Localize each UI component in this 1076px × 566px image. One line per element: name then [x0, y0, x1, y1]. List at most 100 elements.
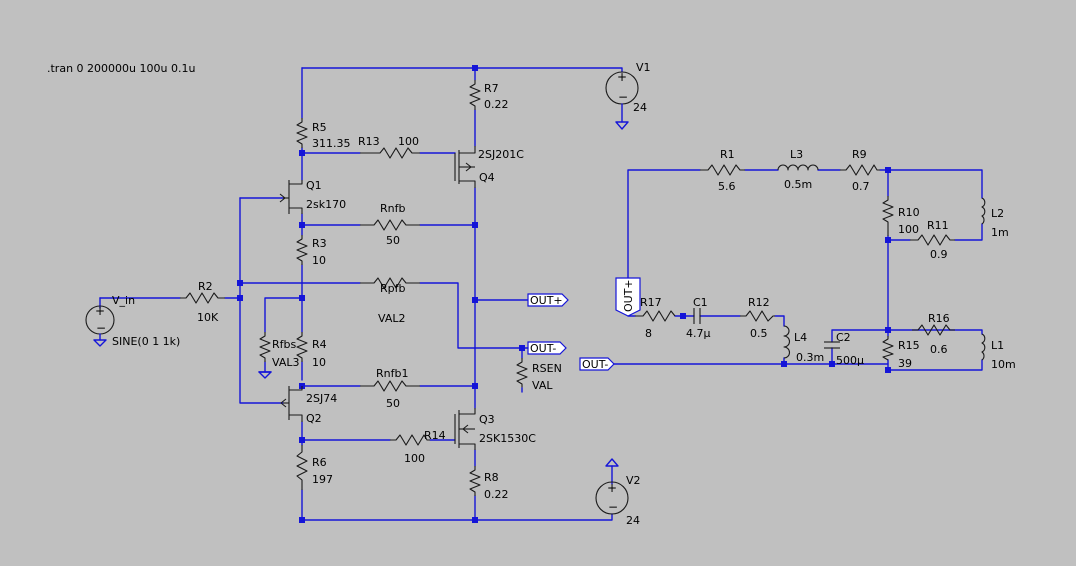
svg-text:+: +: [617, 70, 627, 84]
r13-label: R13: [358, 135, 380, 148]
vin-label: V_in: [112, 294, 135, 307]
c1-value: 4.7µ: [686, 327, 711, 340]
r14-value: 100: [404, 452, 425, 465]
resistor-rfbs[interactable]: [258, 332, 272, 379]
r7-label: R7: [484, 82, 499, 95]
spice-directive[interactable]: .tran 0 200000u 100u 0.1u: [47, 62, 195, 75]
amplifier-wiring: [99, 67, 623, 521]
r3-label: R3: [312, 237, 327, 250]
net-label-out-plus-load[interactable]: OUT+: [615, 277, 641, 317]
resistor-r16[interactable]: [912, 324, 955, 336]
r9-label: R9: [852, 148, 867, 161]
resistor-r1[interactable]: [700, 164, 745, 176]
r11-value: 0.9: [930, 248, 948, 261]
resistor-r5[interactable]: [296, 118, 308, 148]
net-label-out-plus[interactable]: OUT+: [527, 293, 569, 307]
resistor-r13[interactable]: [360, 147, 420, 159]
resistor-r12[interactable]: [740, 310, 775, 322]
mosfet-q4[interactable]: [454, 146, 476, 188]
l1-label: L1: [991, 339, 1004, 352]
svg-text:+: +: [607, 481, 617, 495]
r6-label: R6: [312, 456, 327, 469]
r2-label: R2: [198, 280, 213, 293]
resistor-rpfb[interactable]: [360, 277, 420, 289]
inductor-l2[interactable]: [981, 197, 986, 225]
resistor-r6[interactable]: [296, 445, 308, 490]
svg-text:OUT+: OUT+: [622, 279, 635, 312]
svg-text:−: −: [608, 500, 618, 514]
resistor-r7[interactable]: [469, 80, 481, 110]
c2-label: C2: [836, 331, 851, 344]
mosfet-q3[interactable]: [454, 408, 476, 450]
resistor-r15[interactable]: [882, 336, 894, 361]
svg-text:−: −: [618, 90, 628, 104]
capacitor-c2[interactable]: [824, 341, 840, 349]
svg-text:OUT+: OUT+: [530, 294, 563, 307]
r8-value: 0.22: [484, 488, 509, 501]
c1-label: C1: [693, 296, 708, 309]
l4-value: 0.3m: [796, 351, 824, 364]
svg-text:OUT-: OUT-: [582, 358, 608, 371]
svg-text:−: −: [96, 321, 106, 335]
net-label-out-minus-load[interactable]: OUT-: [579, 357, 615, 371]
svg-text:+: +: [95, 304, 105, 318]
rpfb-value: VAL2: [378, 312, 405, 325]
resistor-rnfb[interactable]: [360, 219, 420, 231]
rnfb1-value: 50: [386, 397, 400, 410]
rnfb1-label: Rnfb1: [376, 367, 408, 380]
r7-value: 0.22: [484, 98, 509, 111]
r2-value: 10K: [197, 311, 219, 324]
svg-text:OUT-: OUT-: [530, 342, 556, 355]
net-label-out-minus[interactable]: OUT-: [527, 341, 567, 355]
c2-value: 500µ: [836, 354, 864, 367]
r15-value: 39: [898, 357, 912, 370]
r9-value: 0.7: [852, 180, 870, 193]
voltage-source-v1[interactable]: + −: [605, 70, 639, 130]
jfet-q2[interactable]: [280, 386, 303, 422]
l1-value: 10m: [991, 358, 1016, 371]
resistor-r10[interactable]: [882, 196, 894, 236]
resistor-r14[interactable]: [390, 434, 430, 446]
v1-value: 24: [633, 101, 647, 114]
rpfb-label: Rpfb: [380, 282, 405, 295]
resistor-r4[interactable]: [296, 332, 308, 362]
rsen-value: VAL: [532, 379, 553, 392]
resistor-rnfb1[interactable]: [360, 380, 420, 392]
q4-part: 2SJ201C: [478, 148, 524, 161]
voltage-source-vin[interactable]: + −: [85, 304, 115, 347]
resistor-r8[interactable]: [469, 466, 481, 496]
r12-label: R12: [748, 296, 770, 309]
resistor-rsen[interactable]: [516, 358, 528, 393]
q2-label: Q2: [306, 412, 322, 425]
voltage-source-v2[interactable]: + −: [595, 458, 629, 515]
rnfb-value: 50: [386, 234, 400, 247]
resistor-r9[interactable]: [840, 164, 880, 176]
rnfb-label: Rnfb: [380, 202, 405, 215]
jfet-q1[interactable]: [279, 180, 303, 214]
capacitor-c1[interactable]: [693, 308, 701, 324]
r4-value: 10: [312, 356, 326, 369]
r14-label: R14: [424, 429, 446, 442]
resistor-r11[interactable]: [910, 234, 955, 246]
resistor-r3[interactable]: [296, 235, 308, 265]
r5-value: 311.35: [312, 137, 351, 150]
rfbs-value: VAL3: [272, 356, 299, 369]
v2-label: V2: [626, 474, 641, 487]
r1-value: 5.6: [718, 180, 736, 193]
resistor-r17[interactable]: [635, 310, 676, 322]
r16-label: R16: [928, 312, 950, 325]
r17-label: R17: [640, 296, 662, 309]
vin-value: SINE(0 1 1k): [112, 335, 180, 348]
resistor-r2[interactable]: [180, 292, 225, 304]
inductor-l3[interactable]: [777, 164, 819, 171]
r1-label: R1: [720, 148, 735, 161]
l2-value: 1m: [991, 226, 1009, 239]
r12-value: 0.5: [750, 327, 768, 340]
l4-label: L4: [794, 331, 807, 344]
rsen-label: RSEN: [532, 362, 562, 375]
r8-label: R8: [484, 471, 499, 484]
inductor-l4[interactable]: [783, 325, 790, 359]
l3-value: 0.5m: [784, 178, 812, 191]
inductor-l1[interactable]: [981, 333, 986, 361]
